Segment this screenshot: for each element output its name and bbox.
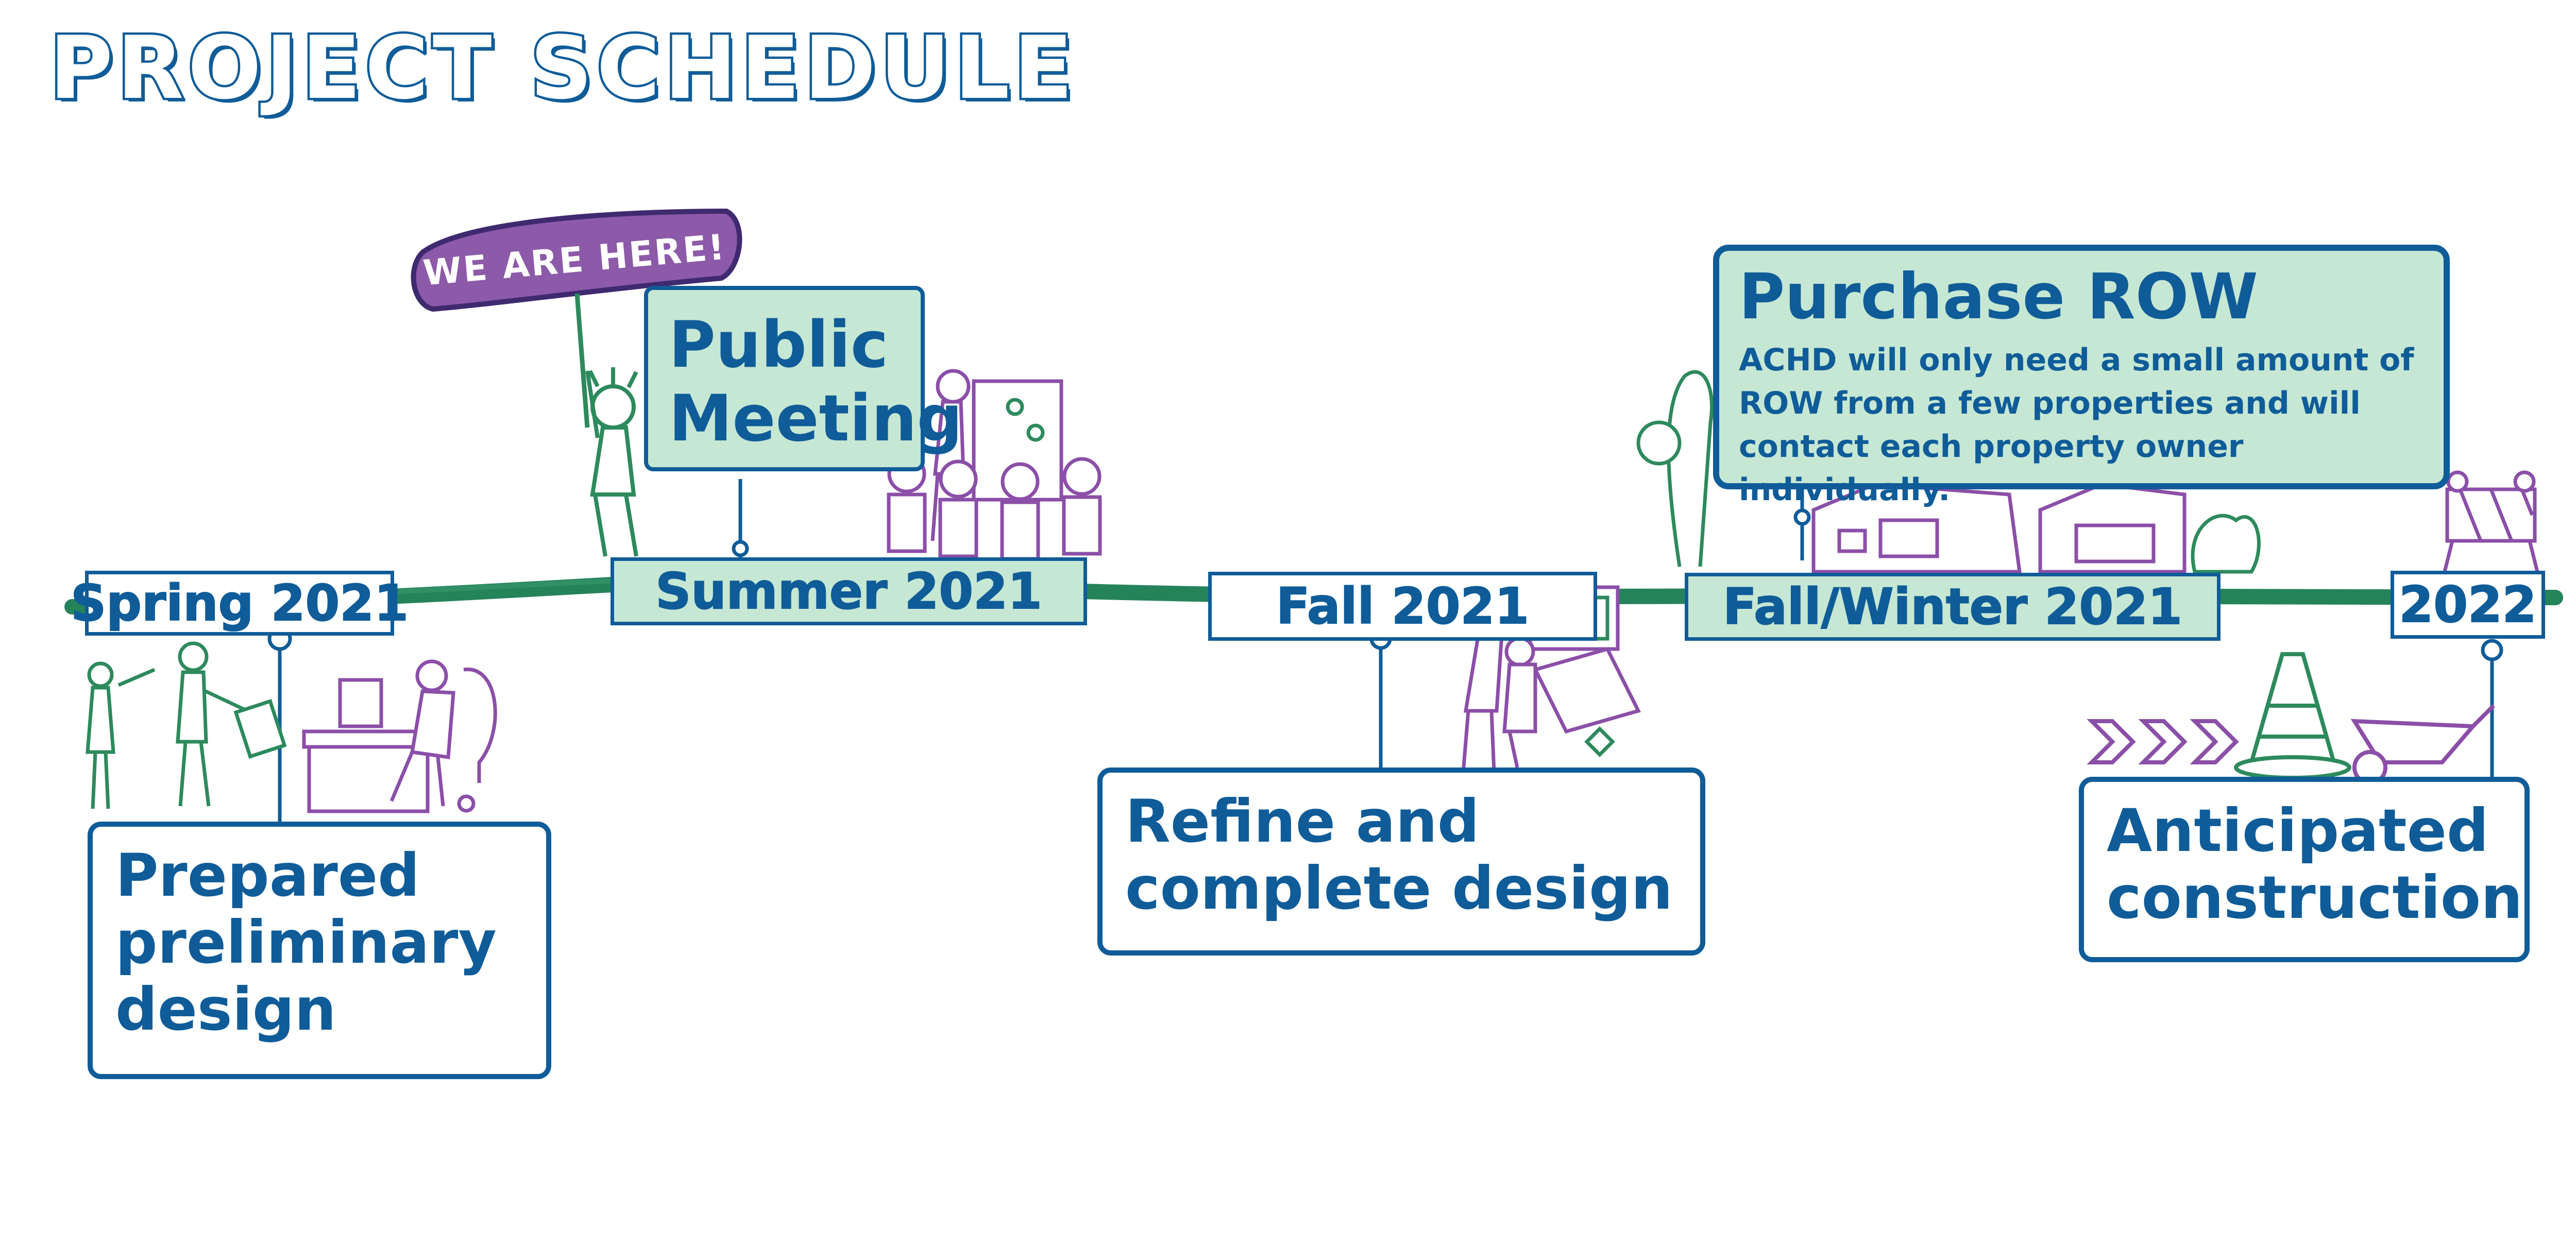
houses-sketch-icon xyxy=(1636,370,2261,574)
milestone-purchase-row: Purchase ROW ACHD will only need a small… xyxy=(1713,245,2450,508)
period-summer-2021: Summer 2021 xyxy=(611,557,1087,625)
milestone-anticipated-construction: Anticipated construction xyxy=(2079,777,2530,962)
barricade-icon xyxy=(2440,470,2542,583)
milestone-preliminary-design: Prepared preliminary design xyxy=(88,822,551,1079)
we-are-here-sign xyxy=(411,208,742,557)
purchase-row-title: Purchase ROW xyxy=(1739,260,2258,333)
period-2022: 2022 xyxy=(2391,571,2545,639)
purchase-row-description: ACHD will only need a small amount of RO… xyxy=(1739,342,2414,508)
period-fall-2021: Fall 2021 xyxy=(1208,572,1597,641)
meeting-sketch-icon xyxy=(887,369,1102,561)
page-title: PROJECT SCHEDULE xyxy=(47,18,1077,118)
period-fall-winter-2021: Fall/Winter 2021 xyxy=(1685,573,2221,641)
construction-sketch-icon xyxy=(2087,652,2495,785)
milestone-refine-design: Refine and complete design xyxy=(1097,768,1705,956)
spring-sketch-icon xyxy=(86,641,497,813)
period-spring-2021: Spring 2021 xyxy=(70,571,409,636)
milestone-public-meeting: Public Meeting xyxy=(644,286,962,471)
